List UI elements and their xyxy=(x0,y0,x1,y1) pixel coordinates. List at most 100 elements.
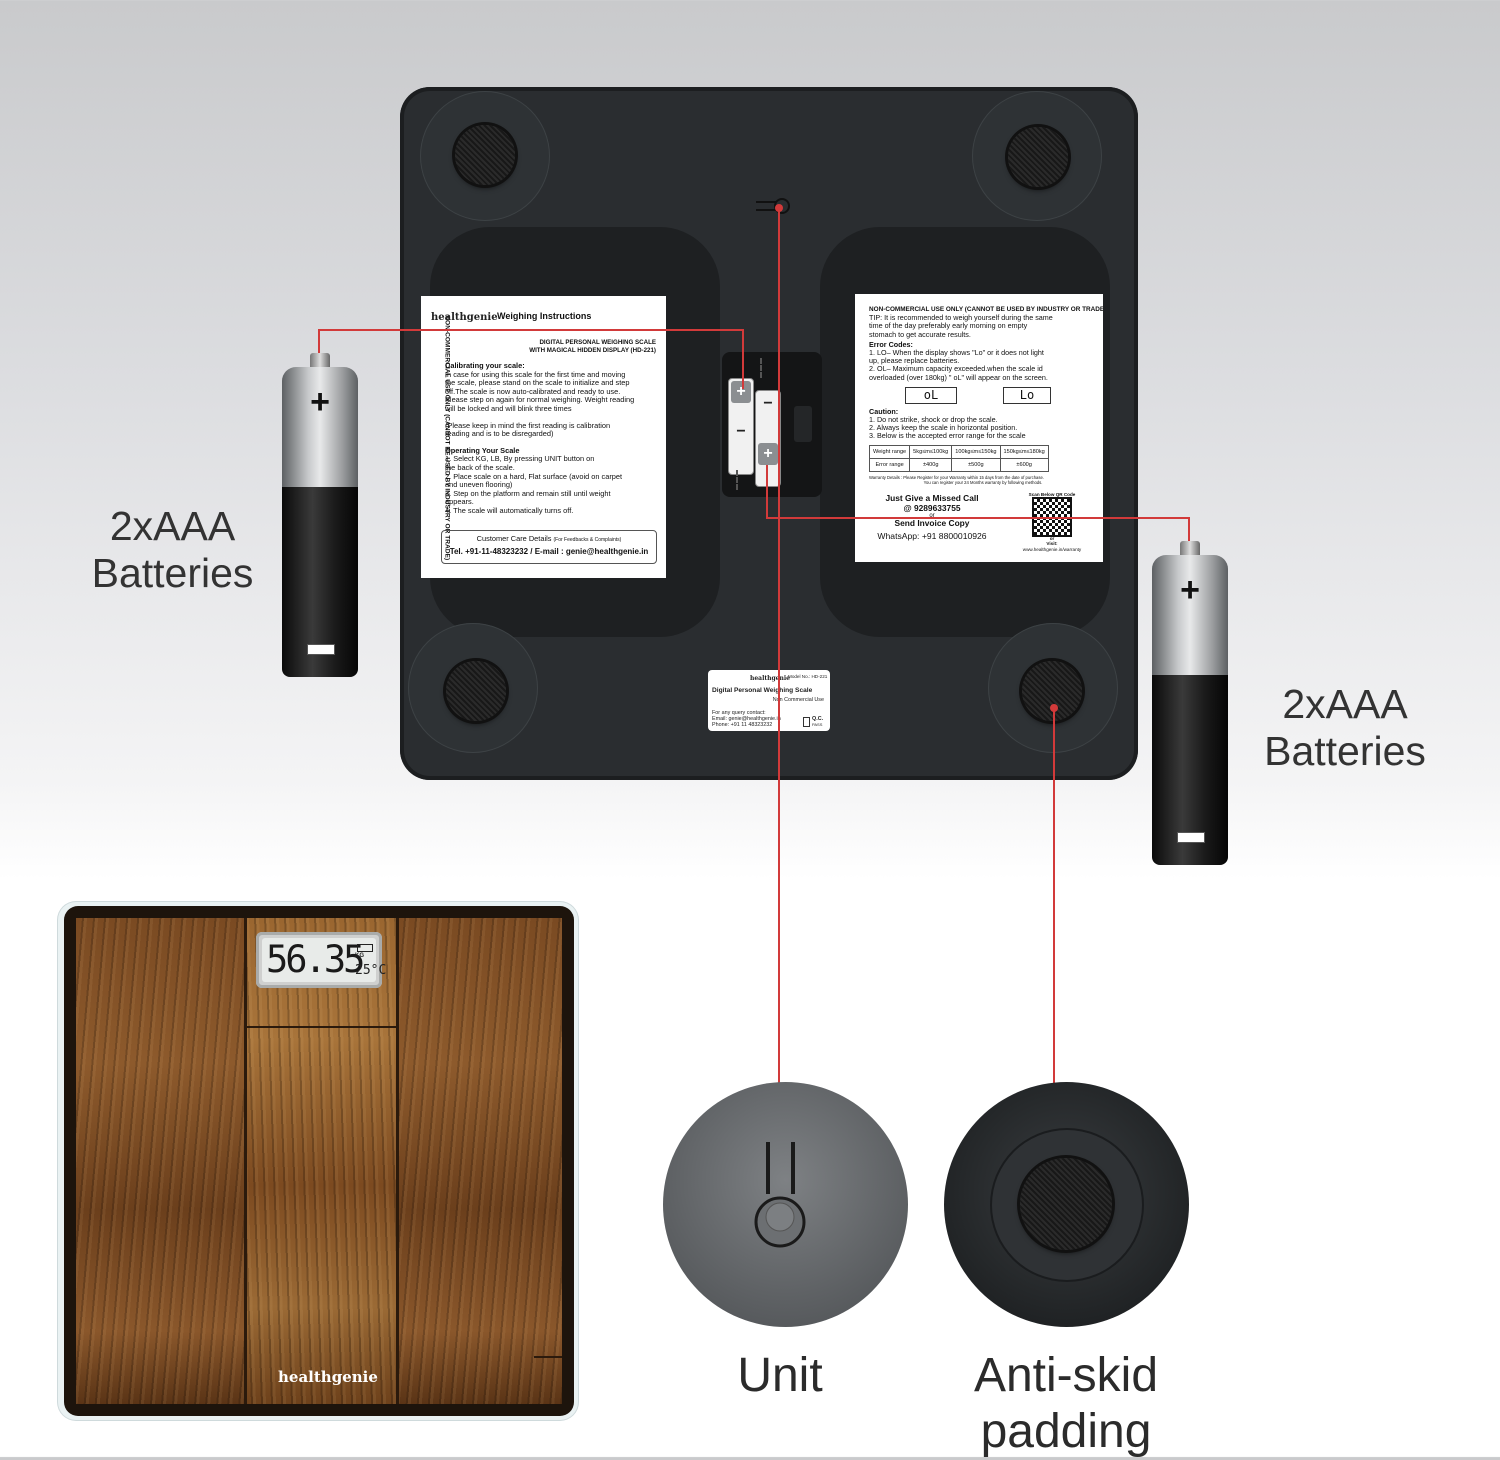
plus-icon: + xyxy=(758,443,778,465)
info-header: NON-COMMERCIAL USE ONLY (CANNOT BE USED … xyxy=(869,306,1103,313)
sticker-email: Email: genie@healthgenie.in xyxy=(712,716,781,722)
wood-plank xyxy=(246,918,396,1404)
sticker-phone: Phone: +91 11 48323232 xyxy=(712,722,773,728)
caption-line: 2xAAA xyxy=(1282,681,1408,727)
plus-icon: + xyxy=(310,383,330,421)
brand-logo: healthgenie xyxy=(431,312,498,323)
callout-line-left-v2 xyxy=(742,329,744,389)
callout-line: Anti-skid xyxy=(973,1349,1159,1402)
invoice-text: Send Invoice Copy xyxy=(894,518,970,528)
wood-plank xyxy=(76,918,244,1404)
model-sticker: healthgenie Model No.: HD-221 Digital Pe… xyxy=(708,670,830,731)
battery-caption-left: 2xAAA Batteries xyxy=(70,503,275,597)
info-label: NON-COMMERCIAL USE ONLY (CANNOT BE USED … xyxy=(855,294,1103,562)
battery-bottom xyxy=(282,487,358,677)
foot-top-right xyxy=(1008,127,1068,187)
calibrating-line: off.The scale is now auto-calibrated and… xyxy=(445,386,621,396)
callout-line-left-v1 xyxy=(318,329,320,353)
foot-bottom-left xyxy=(446,661,506,721)
minus-icon: − xyxy=(736,423,746,440)
battery-terminal xyxy=(310,353,330,367)
table-cell: ±600g xyxy=(999,457,1049,473)
table-cell: 5kg≤m≤100kg xyxy=(909,444,953,459)
calibration-note: reading and is to be disregarded) xyxy=(445,429,554,439)
plank-seam xyxy=(244,918,247,1404)
tip-line: time of the day preferably early morning… xyxy=(869,321,1028,331)
tip-line: stomach to get accurate results. xyxy=(869,329,971,339)
error-line: overloaded (over 180kg) " oL" will appea… xyxy=(869,372,1048,382)
operating-step: the back of the scale. xyxy=(445,462,515,472)
battery-spring-icon xyxy=(736,470,758,490)
error-line: 2. OL– Maximum capacity exceeded.when th… xyxy=(869,364,1043,374)
table-cell: 150kg≤m≤180kg xyxy=(999,444,1049,459)
table-cell: ±400g xyxy=(909,457,953,473)
sticker-query: For any query contact: xyxy=(712,710,766,716)
battery-cell-left: + − xyxy=(728,378,754,475)
callout-line-right-v2 xyxy=(1188,517,1190,543)
scale-top-wood: healthgenie xyxy=(64,906,574,1416)
minus-icon xyxy=(307,644,335,655)
battery-level-icon xyxy=(357,944,373,952)
table-cell: Error range xyxy=(868,457,911,473)
error-line: 1. LO– When the display shows "Lo" or it… xyxy=(869,348,1044,358)
error-heading: Error Codes: xyxy=(869,339,913,349)
aaa-battery-left: + xyxy=(282,353,358,677)
qr-block: Scan Below QR Code or Visit: www.healthg… xyxy=(1010,492,1094,552)
operating-step: and uneven flooring) xyxy=(445,480,513,490)
aaa-battery-right: + xyxy=(1152,541,1228,865)
sticker-brand: healthgenie xyxy=(750,675,790,682)
calibrating-line: In case for using this scale for the fir… xyxy=(445,369,626,379)
battery-spring-icon xyxy=(760,358,782,378)
warranty-line: Warranty Details : Please Register for y… xyxy=(869,475,1044,481)
battery-top: + xyxy=(282,367,358,487)
product-name: DIGITAL PERSONAL WEIGHING SCALE WITH MAG… xyxy=(529,339,656,354)
qc-mark: Q.C. xyxy=(812,716,824,722)
calibrating-line: the scale, please stand on the scale to … xyxy=(445,378,630,388)
callout-line-antiskid xyxy=(1053,708,1055,1123)
warranty-line: You can register your 24 Months warranty… xyxy=(923,480,1043,486)
sticker-model: Model No.: HD-221 xyxy=(788,674,828,679)
or-text: or xyxy=(1049,535,1055,541)
unit-button-zoom xyxy=(663,1082,908,1327)
unit-callout: Unit xyxy=(737,1349,823,1402)
minus-icon xyxy=(1177,832,1205,843)
unit-button-icon[interactable] xyxy=(663,1082,908,1327)
customer-care-title: Customer Care Details xyxy=(476,534,552,543)
plank-seam xyxy=(396,918,399,1404)
caption-line: Batteries xyxy=(1264,728,1426,774)
anti-skid-pad-icon xyxy=(1020,1158,1112,1250)
unit-switch-icon[interactable] xyxy=(754,195,794,217)
qc-sub: PASS xyxy=(812,722,823,727)
antiskid-pad-zoom xyxy=(944,1082,1189,1327)
foot-bottom-right xyxy=(1022,661,1082,721)
caution-heading: Caution: xyxy=(869,406,899,416)
caution-line: 2. Always keep the scale in horizontal p… xyxy=(869,423,1018,433)
calibrating-heading: Calibrating your scale: xyxy=(445,361,525,370)
caution-line: 3. Below is the accepted error range for… xyxy=(869,431,1026,441)
plank-seam-h xyxy=(246,1026,396,1028)
battery-caption-right: 2xAAA Batteries xyxy=(1240,681,1450,775)
battery-bottom xyxy=(1152,675,1228,865)
calibration-note: (Please keep in mind the first reading i… xyxy=(445,420,611,430)
instructions-title: Weighing Instructions xyxy=(497,311,592,321)
customer-care-contact: Tel. +91-11-48323232 / E-mail : genie@he… xyxy=(449,546,649,556)
table-cell: 100kg≤m≤150kg xyxy=(951,444,1001,459)
whatsapp-text: WhatsApp: +91 8800010926 xyxy=(877,530,987,541)
caption-line: 2xAAA xyxy=(109,503,236,549)
compartment-latch xyxy=(794,406,812,442)
bin-icon xyxy=(803,717,810,727)
callout-dot-antiskid xyxy=(1050,704,1058,712)
callout-line-left-h xyxy=(318,329,744,331)
calibrating-line: will be locked and will blink three time… xyxy=(445,403,572,413)
weight-reading: 56.35 xyxy=(266,938,365,981)
product-line-2: WITH MAGICAL HIDDEN DISPLAY (HD-221) xyxy=(529,346,656,354)
table-row: Error range ±400g ±500g ±600g xyxy=(868,457,1049,473)
minus-icon: − xyxy=(763,395,773,412)
lcd-screen: 56.35 KG 25°C xyxy=(262,938,386,982)
plank-seam-h xyxy=(534,1356,562,1358)
battery-terminal xyxy=(1180,541,1200,555)
operating-step: appears. xyxy=(445,497,474,507)
plus-icon: + xyxy=(1180,571,1200,609)
plus-icon: + xyxy=(731,381,751,403)
customer-care-sub: (For Feedbacks & Complaints) xyxy=(553,537,622,543)
